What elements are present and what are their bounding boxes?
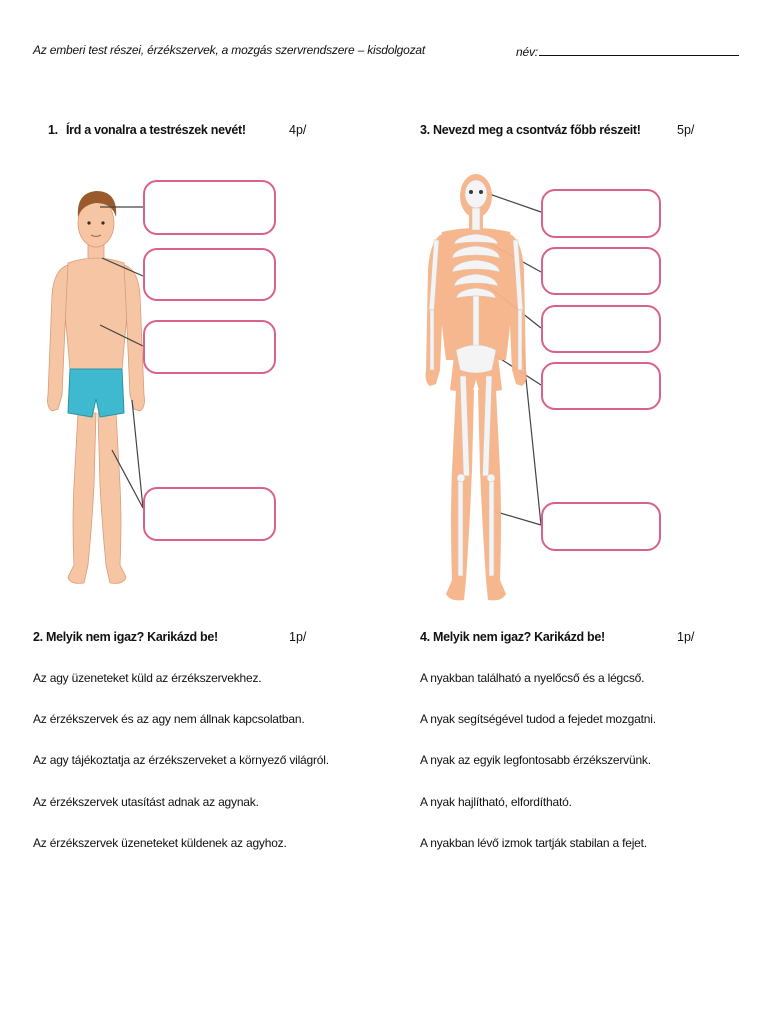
q1-title: Írd a vonalra a testrészek nevét! (66, 123, 246, 137)
q4-statement-2[interactable]: A nyak segítségével tudod a fejedet mozg… (420, 712, 656, 726)
name-label: név: (516, 45, 538, 59)
answer-box-skeleton-1[interactable] (541, 189, 661, 238)
answer-box-skeleton-3[interactable] (541, 305, 661, 353)
answer-box-body-3[interactable] (143, 320, 276, 374)
q4-statement-1[interactable]: A nyakban található a nyelőcső és a légc… (420, 671, 645, 685)
q4-statement-5[interactable]: A nyakban lévő izmok tartják stabilan a … (420, 836, 647, 850)
answer-box-body-2[interactable] (143, 248, 276, 301)
answer-box-skeleton-4[interactable] (541, 362, 661, 410)
worksheet-title: Az emberi test részei, érzékszervek, a m… (33, 43, 426, 57)
q2-statement-2[interactable]: Az érzékszervek és az agy nem állnak kap… (33, 712, 305, 726)
q4-title: 4. Melyik nem igaz? Karikázd be! (420, 630, 605, 644)
q2-points: 1p/ (289, 630, 307, 644)
name-underline (538, 43, 739, 56)
q4-statement-4[interactable]: A nyak hajlítható, elfordítható. (420, 795, 572, 809)
name-field[interactable]: név: (516, 43, 739, 59)
q3-points: 5p/ (677, 123, 695, 137)
q2-statement-5[interactable]: Az érzékszervek üzeneteket küldenek az a… (33, 836, 287, 850)
answer-box-body-1[interactable] (143, 180, 276, 235)
answer-box-body-4[interactable] (143, 487, 276, 541)
answer-box-skeleton-5[interactable] (541, 502, 661, 551)
answer-box-skeleton-2[interactable] (541, 247, 661, 295)
q4-points: 1p/ (677, 630, 695, 644)
q2-title: 2. Melyik nem igaz? Karikázd be! (33, 630, 218, 644)
q2-statement-1[interactable]: Az agy üzeneteket küld az érzékszervekhe… (33, 671, 262, 685)
q2-statement-4[interactable]: Az érzékszervek utasítást adnak az agyna… (33, 795, 259, 809)
q2-statement-3[interactable]: Az agy tájékoztatja az érzékszerveket a … (33, 753, 329, 767)
q4-statement-3[interactable]: A nyak az egyik legfontosabb érzékszervü… (420, 753, 651, 767)
q1-points: 4p/ (289, 123, 307, 137)
skeleton-figure-icon (425, 174, 527, 601)
boy-figure-icon (47, 191, 145, 584)
q1-number: 1. (48, 123, 58, 137)
q3-title: 3. Nevezd meg a csontváz főbb részeit! (420, 123, 641, 137)
